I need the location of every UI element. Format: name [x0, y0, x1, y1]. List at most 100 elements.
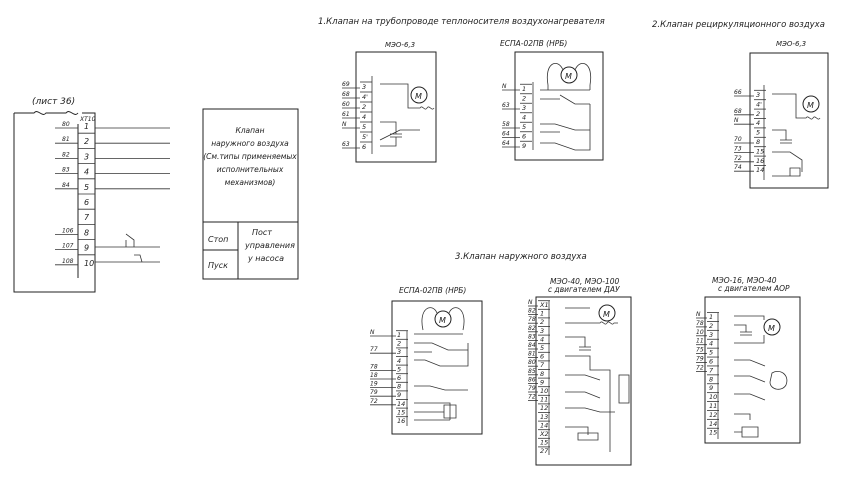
- device-wire-number: 72: [528, 394, 536, 401]
- device-wire-number: 10: [696, 329, 704, 336]
- device-wire-number: 63: [502, 102, 510, 109]
- device-terminal-number: 5: [540, 344, 544, 352]
- strip-wire-number: 82: [62, 151, 70, 158]
- device-2-frame: [514, 51, 604, 161]
- device-terminal-number: 16: [397, 417, 405, 425]
- device-terminal-number: 2: [756, 110, 760, 118]
- device-2-circuit: [540, 63, 592, 151]
- device-1-circuit: [379, 83, 435, 147]
- note-line: (См.типы применяемых: [203, 152, 297, 161]
- device-wire-number: N: [502, 83, 507, 90]
- device-6-subtitle: с двигателем АОР: [718, 284, 790, 293]
- device-terminal-number: 16: [756, 157, 764, 165]
- device-terminal-number: 11: [709, 402, 717, 410]
- strip-terminal-number: 1: [84, 122, 89, 131]
- device-wire-number: 60: [342, 101, 350, 108]
- device-terminal-number: 15: [709, 429, 717, 437]
- device-terminal-number: 5: [522, 123, 526, 131]
- device-terminal-number: 1: [709, 313, 713, 321]
- device-5: МЭО-40, МЭО-100 с двигателем ДАУ X112345…: [528, 277, 632, 466]
- device-wire-number: N: [528, 299, 533, 306]
- device-wire-number: 73: [734, 145, 742, 152]
- device-1-title: МЭО-6,3: [385, 41, 415, 49]
- strip-wire-number: 80: [62, 121, 70, 128]
- device-terminal-number: 2: [397, 340, 401, 348]
- device-terminal-number: 5: [756, 129, 760, 137]
- note-frame: [202, 108, 299, 280]
- device-terminal-number: 14: [397, 400, 405, 408]
- strip-terminal-number: 6: [84, 198, 89, 207]
- device-terminal-number: 7: [540, 361, 545, 369]
- device-4-motor-label: М: [439, 316, 446, 325]
- note-line: Клапан: [235, 126, 264, 135]
- device-wire-number: 11: [696, 338, 704, 345]
- control-switch-wiring: [95, 233, 160, 263]
- device-terminal-number: 3: [522, 104, 526, 112]
- device-terminal-number: 3: [362, 83, 366, 91]
- device-wire-number: 19: [370, 381, 378, 388]
- start-label: Пуск: [208, 261, 228, 270]
- device-wire-number: N: [734, 117, 739, 124]
- device-terminal-number: 13: [540, 413, 548, 421]
- device-terminal-number: 6: [397, 374, 401, 382]
- device-wire-number: 81: [528, 351, 536, 358]
- device-terminal-number: 15: [540, 439, 548, 447]
- strip-terminal-number: 10: [84, 259, 94, 268]
- device-3-frame: [749, 52, 829, 189]
- device-wire-number: 85: [528, 368, 536, 375]
- device-terminal-number: 15: [756, 147, 764, 155]
- strip-wire-number: 83: [62, 167, 70, 174]
- device-6: МЭО-16, МЭО-40 с двигателем АОР 12345678…: [696, 276, 801, 444]
- device-wire-number: 83: [528, 333, 536, 340]
- device-wire-number: 63: [342, 141, 350, 148]
- device-6-motor-label: М: [768, 324, 775, 333]
- strip-terminal-number: 9: [84, 244, 89, 253]
- device-4-title: ЕСПА-02ПВ (НРБ): [399, 286, 466, 295]
- device-terminal-number: 1: [397, 331, 401, 339]
- device-terminal-number: 9: [522, 142, 526, 150]
- note-line: механизмов): [225, 178, 276, 187]
- device-5-frame: [535, 296, 632, 466]
- device-3-circuit: [772, 93, 821, 177]
- device-6-circuit: [734, 315, 788, 438]
- device-wire-number: N: [370, 329, 375, 336]
- device-5-subtitle: с двигателем ДАУ: [548, 285, 620, 294]
- device-terminal-number: 4': [362, 93, 368, 101]
- device-wire-number: 72: [370, 398, 378, 405]
- device-terminal-number: 2: [522, 95, 526, 103]
- sheet-reference: (лист 36): [32, 97, 75, 107]
- strip-terminal-number: 5: [84, 183, 89, 192]
- device-3-motor-label: М: [807, 101, 814, 110]
- device-terminal-number: 5: [362, 123, 366, 131]
- note-line: исполнительных: [217, 165, 284, 174]
- strip-wire-number: 84: [62, 182, 70, 189]
- heading-2: 2.Клапан рециркуляционного воздуха: [652, 20, 825, 30]
- device-wire-number: 82: [528, 308, 536, 315]
- note-line: наружного воздуха: [211, 139, 289, 148]
- device-wire-number: 74: [734, 164, 742, 171]
- device-wire-number: 79: [528, 385, 536, 392]
- device-wire-number: 68: [734, 108, 742, 115]
- device-terminal-number: 4: [397, 357, 401, 365]
- device-terminal-number: 12: [540, 404, 548, 412]
- left-terminal-block: (лист 36) XT10 1802813824835846781069107…: [13, 97, 170, 293]
- device-wire-number: N: [696, 311, 701, 318]
- device-wire-number: 80: [528, 359, 536, 366]
- device-wire-number: 66: [734, 89, 742, 96]
- device-terminal-number: 3: [709, 331, 713, 339]
- device-terminal-number: 7: [709, 366, 714, 374]
- device-terminal-number: X1: [539, 301, 549, 309]
- device-terminal-number: 2: [362, 103, 366, 111]
- device-wire-number: 84: [528, 342, 536, 349]
- device-terminal-number: X2: [539, 430, 549, 438]
- device-terminal-number: 4: [362, 113, 366, 121]
- device-wire-number: 69: [342, 81, 350, 88]
